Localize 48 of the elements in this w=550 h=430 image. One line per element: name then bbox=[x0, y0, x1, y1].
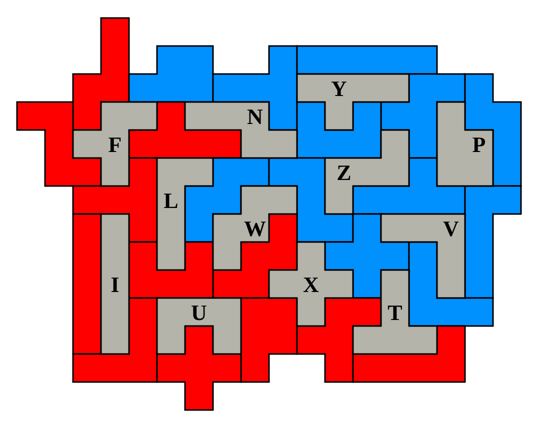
pentomino-piece bbox=[296, 45, 438, 75]
piece-letter: L bbox=[164, 190, 178, 212]
pentomino-piece bbox=[184, 157, 270, 243]
pentomino-piece bbox=[380, 213, 466, 299]
piece-letter: V bbox=[443, 218, 459, 240]
pentomino-piece bbox=[324, 213, 410, 299]
pentomino-piece bbox=[436, 101, 494, 187]
pentomino-piece bbox=[128, 101, 242, 159]
pentomino-piece bbox=[352, 157, 466, 215]
pentomino-piece bbox=[156, 325, 242, 411]
pentomino-piece bbox=[268, 241, 354, 327]
pentomino-piece bbox=[72, 157, 158, 243]
piece-letter: Y bbox=[331, 78, 347, 100]
pentomino-piece bbox=[212, 213, 298, 299]
pentomino-piece bbox=[100, 213, 130, 355]
pentomino-piece bbox=[464, 185, 522, 299]
pentomino-piece bbox=[408, 241, 494, 327]
pentomino-piece bbox=[72, 17, 130, 131]
piece-letter: P bbox=[472, 134, 486, 156]
pentomino-piece bbox=[212, 185, 298, 271]
piece-letter: N bbox=[247, 106, 263, 128]
pentomino-piece bbox=[324, 129, 410, 215]
pentomino-piece bbox=[184, 101, 298, 159]
pentomino-piece bbox=[212, 45, 298, 131]
pentomino-piece bbox=[352, 325, 466, 383]
pentomino-piece bbox=[72, 213, 102, 355]
pentomino-piece bbox=[380, 73, 466, 159]
pentomino-piece bbox=[156, 157, 214, 271]
pentomino-piece bbox=[128, 45, 214, 103]
piece-letter: U bbox=[191, 302, 207, 324]
pentomino-piece bbox=[128, 241, 214, 299]
piece-letter: X bbox=[303, 274, 319, 296]
piece-letter: I bbox=[110, 274, 120, 296]
piece-letter: T bbox=[388, 302, 402, 324]
piece-letter: Z bbox=[336, 162, 352, 184]
pentomino-piece bbox=[240, 297, 298, 383]
pentomino-piece bbox=[156, 297, 242, 355]
piece-letter: W bbox=[244, 218, 266, 240]
pentomino-piece bbox=[464, 73, 522, 187]
pentomino-piece bbox=[72, 101, 158, 187]
pentomino-piece bbox=[296, 73, 410, 131]
pentomino-piece bbox=[296, 297, 382, 383]
pentomino-piece bbox=[296, 101, 382, 159]
pentomino-piece bbox=[352, 269, 438, 355]
pentomino-piece bbox=[72, 297, 158, 383]
pentomino-piece bbox=[16, 101, 102, 187]
pentomino-piece bbox=[268, 157, 354, 243]
piece-letter: F bbox=[108, 134, 122, 156]
